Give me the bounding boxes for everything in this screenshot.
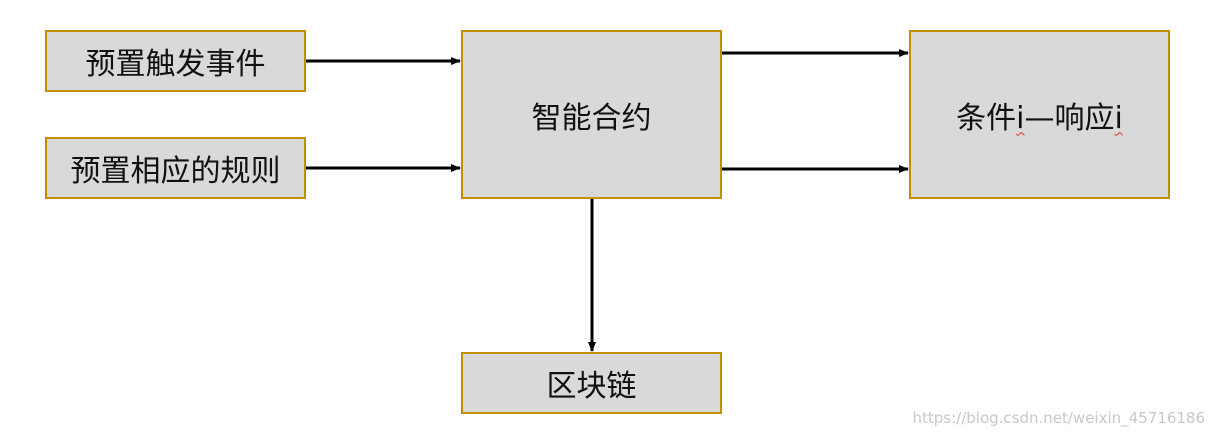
node-smart-contract: 智能合约 bbox=[461, 30, 722, 199]
node-label: 区块链 bbox=[546, 369, 637, 404]
response-text: —响应 bbox=[1024, 100, 1115, 136]
node-label: 智能合约 bbox=[531, 100, 652, 136]
watermark: https://blog.csdn.net/weixin_45716186 bbox=[912, 409, 1205, 427]
node-preset-rules: 预置相应的规则 bbox=[45, 137, 306, 199]
response-index: i bbox=[1114, 100, 1123, 136]
node-label: 预置相应的规则 bbox=[70, 154, 281, 189]
node-condition-response: 条件i—响应i bbox=[909, 30, 1170, 199]
node-preset-trigger-event: 预置触发事件 bbox=[45, 30, 306, 92]
condition-text: 条件 bbox=[956, 100, 1017, 136]
node-blockchain: 区块链 bbox=[461, 352, 722, 414]
condition-index: i bbox=[1016, 100, 1025, 136]
node-label-condition: 条件i—响应i bbox=[956, 93, 1123, 137]
node-label: 预置触发事件 bbox=[85, 47, 266, 82]
